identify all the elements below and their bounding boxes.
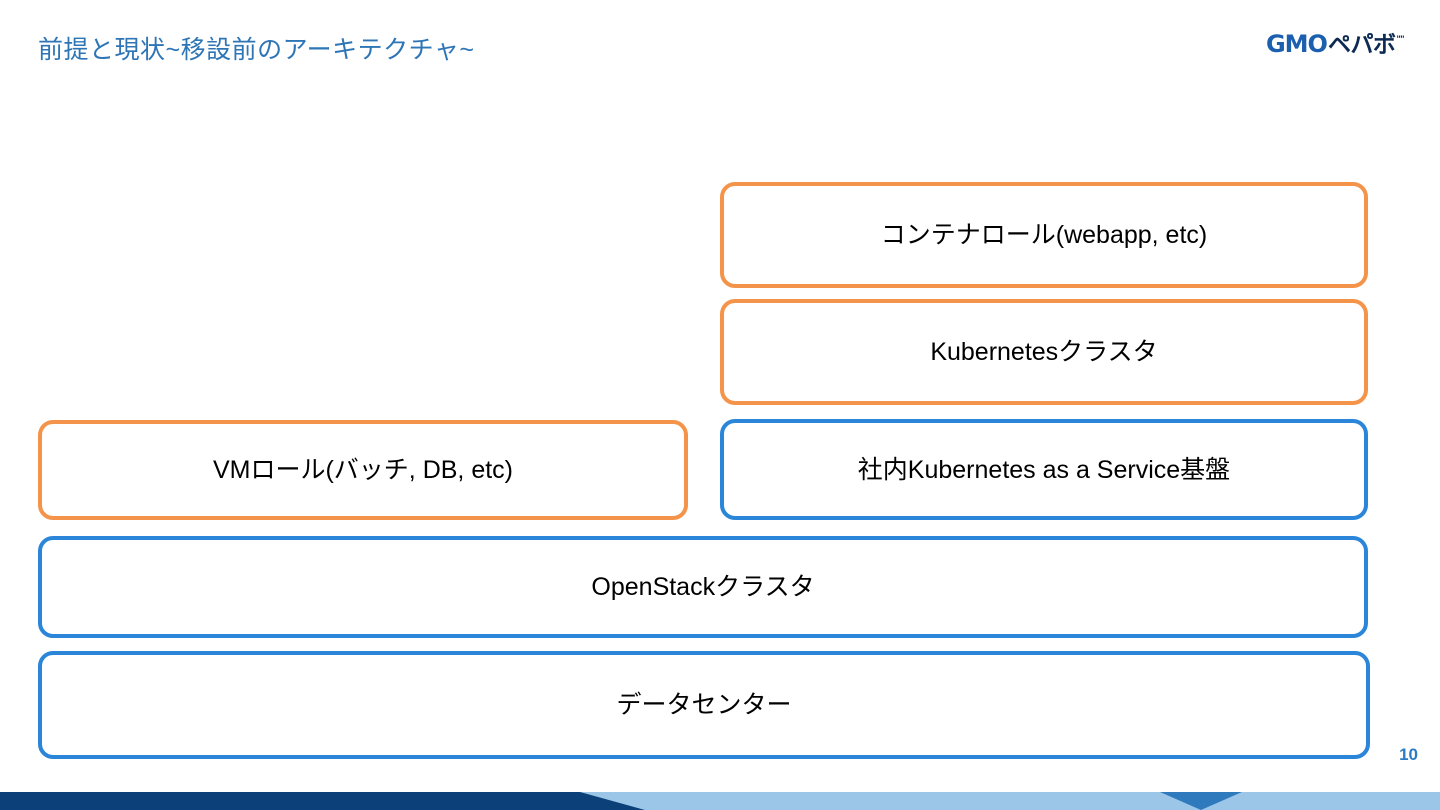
diagram-box-openstack-cluster: OpenStackクラスタ (38, 536, 1368, 638)
footer-decoration (0, 792, 1440, 810)
page-number: 10 (1399, 745, 1418, 764)
diagram-box-label: 社内Kubernetes as a Service基盤 (857, 455, 1231, 484)
diagram-box-datacenter: データセンター (38, 651, 1370, 759)
page-title: 前提と現状~移設前のアーキテクチャ~ (38, 36, 475, 64)
diagram-box-label: VMロール(バッチ, DB, etc) (212, 456, 513, 484)
diagram-box-vm-role: VMロール(バッチ, DB, etc) (38, 420, 688, 520)
diagram-box-container-role: コンテナロール(webapp, etc) (720, 182, 1368, 288)
diagram-box-label: OpenStackクラスタ (591, 573, 815, 601)
diagram-box-label: コンテナロール(webapp, etc) (880, 221, 1208, 249)
logo-gmo-text: GMO (1265, 30, 1328, 58)
logo-trademark-icon: "" (1396, 34, 1404, 44)
diagram-box-label: Kubernetesクラスタ (930, 338, 1158, 366)
diagram-box-kubernetes-as-a-service: 社内Kubernetes as a Service基盤 (720, 419, 1368, 520)
diagram-box-kubernetes-cluster: Kubernetesクラスタ (720, 299, 1368, 405)
diagram-box-label: データセンター (616, 691, 792, 719)
footer-shape-navy (0, 792, 645, 810)
gmo-pepabo-logo: GMO ペパボ "" (1265, 30, 1405, 58)
logo-pepabo-text: ペパボ (1327, 31, 1396, 57)
